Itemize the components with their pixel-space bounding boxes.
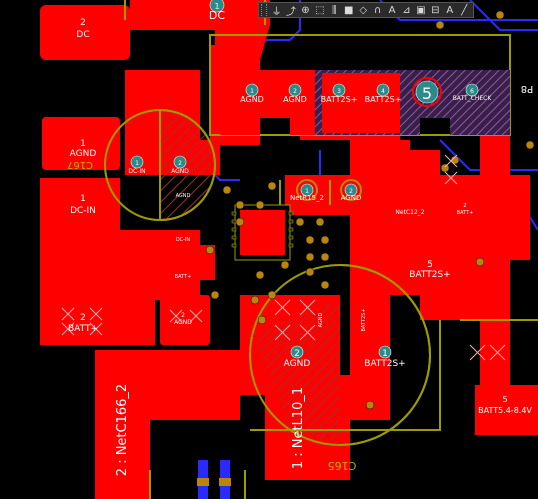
label-conn4-num: 4 <box>381 88 385 95</box>
label-netc166: 2 : NetC166_2 <box>115 384 130 476</box>
label-conn4: BATT2S+ <box>365 95 402 104</box>
label-batt-br: BATT5.4-8.4V <box>478 406 532 415</box>
label-batt-r: BATT+ <box>457 210 474 216</box>
capacitor-outlines <box>104 108 431 446</box>
label-cap-agnd: AGND <box>171 168 189 175</box>
connector-p8[interactable] <box>209 34 511 136</box>
filter-icon[interactable]: ⏚ <box>271 6 282 18</box>
pads[interactable] <box>130 0 479 359</box>
via-crosses <box>61 154 506 361</box>
ic-chip[interactable] <box>231 204 294 261</box>
label-dcin-left-num: 1 <box>80 194 86 204</box>
string-icon[interactable]: A <box>388 4 396 16</box>
component-icon[interactable]: ▣ <box>416 4 426 16</box>
label-conn2: AGND <box>283 95 307 104</box>
place-icon[interactable]: ⊕ <box>301 4 310 16</box>
rule-icon[interactable]: ⊟ <box>431 4 440 16</box>
label-agnd-r: AGND <box>341 194 362 202</box>
label-dc-left-num: 2 <box>80 18 86 28</box>
label-batt2s-vert: BATT2S+ <box>361 308 367 331</box>
label-agnd-r-num: 2 <box>349 188 353 195</box>
label-batt-br-num: 5 <box>502 395 507 404</box>
label-netr15-num: 1 <box>305 188 309 195</box>
label-agnd-left: AGND <box>70 149 97 159</box>
fill-icon[interactable]: ■ <box>344 4 354 16</box>
label-batt-r-num: 2 <box>463 203 466 209</box>
label-netl10: 1 : NetL10_1 <box>291 387 306 469</box>
label-dc-left: DC <box>76 30 89 40</box>
label-batt-small: BATT+ <box>175 274 192 280</box>
label-batt2s-mid: BATT2S+ <box>409 270 450 280</box>
label-agnd-mid: AGND <box>174 319 192 326</box>
shape-icon[interactable]: ◇ <box>359 4 368 16</box>
label-batt2s-mid-num: 5 <box>427 260 433 270</box>
label-cap-agnd-num: 2 <box>178 160 182 167</box>
label-conn2-num: 2 <box>293 88 297 95</box>
arc-icon[interactable]: ∩ <box>373 4 382 16</box>
label-cap-dcin: DC-IN <box>128 168 145 175</box>
label-conn1-num: 1 <box>250 88 254 95</box>
label-dcin-small: DC-IN <box>176 237 191 243</box>
label-agnd-vert: AGND <box>318 312 324 327</box>
label-conn3-num: 3 <box>337 88 341 95</box>
toolbar-grip[interactable] <box>261 4 267 16</box>
label-agnd-l10-num: 2 <box>294 349 300 359</box>
label-batt-left-num: 2 <box>80 313 86 323</box>
line-icon[interactable]: ╱ <box>461 4 468 16</box>
label-c167: C167 <box>67 159 93 170</box>
label-batt2s-l10-num: 1 <box>382 349 388 359</box>
label-netc12: NetC12_2 <box>395 209 424 216</box>
label-dc-top-num: 1 <box>214 2 219 11</box>
label-batt-left: BATT+ <box>68 324 98 334</box>
select-rect-icon[interactable]: ⬚ <box>315 4 325 16</box>
route-icon[interactable]: ⤴ <box>286 6 296 18</box>
text-icon[interactable]: A <box>446 4 454 16</box>
label-agnd-left-num: 1 <box>80 139 86 149</box>
label-conn6-num: 6 <box>470 88 474 95</box>
label-batt2s-l10: BATT2S+ <box>364 359 405 369</box>
align-icon[interactable]: ⫼ <box>332 4 337 16</box>
bottom-tabs <box>197 460 231 499</box>
label-dcin-left: DC-IN <box>70 206 96 216</box>
label-dc-top: DC <box>209 9 225 22</box>
label-p8: P8 <box>521 83 533 94</box>
label-c165: C165 <box>328 459 357 472</box>
label-conn5-num: 5 <box>422 84 432 103</box>
floating-toolbar[interactable]: ⏚ ⤴ ⊕ ⬚ ⫼ ■ ◇ ∩ A ⊿ ▣ ⊟ A ╱ <box>258 2 474 18</box>
label-cap-dcin-num: 1 <box>135 160 139 167</box>
label-agnd-mid-num: 2 <box>181 312 185 319</box>
label-conn6: BATT_CHECK <box>453 95 493 102</box>
label-netr15: NetR15_2 <box>290 194 324 202</box>
label-agnd-l10: AGND <box>284 359 311 369</box>
label-conn1: AGND <box>240 95 264 104</box>
label-agnd-small: AGND <box>176 193 191 199</box>
dimension-icon[interactable]: ⊿ <box>402 4 411 16</box>
pcb-labels: 1 DC 2 DC 1 AGND C167 1 DC-IN 2 BATT+ 1 … <box>67 2 533 476</box>
label-conn3: BATT2S+ <box>321 95 358 104</box>
vias <box>205 10 535 410</box>
